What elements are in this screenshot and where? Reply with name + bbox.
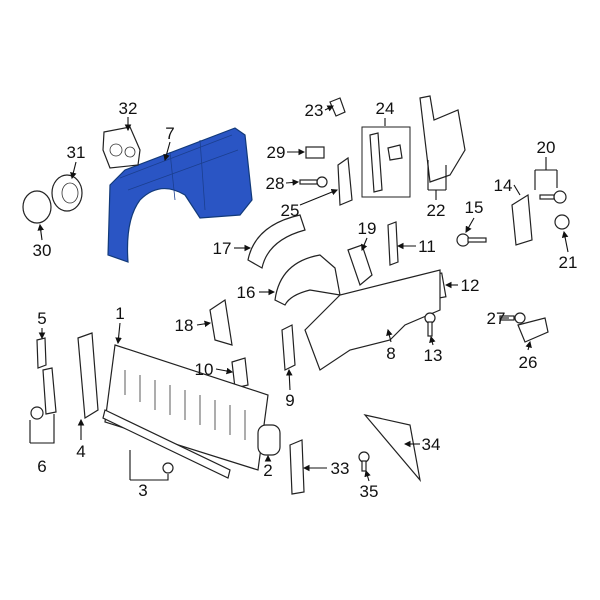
part-17-wheelhouse-liner[interactable] xyxy=(247,214,306,269)
part-25-bracket[interactable] xyxy=(337,156,353,206)
part-16-wheelhouse[interactable] xyxy=(274,254,341,306)
callout-32: 32 xyxy=(119,99,138,118)
callout-20: 20 xyxy=(537,138,556,157)
callout-27: 27 xyxy=(487,309,506,328)
callout-7: 7 xyxy=(165,124,174,143)
callout-14: 14 xyxy=(494,176,513,195)
part-21-nut[interactable] xyxy=(554,214,570,230)
part-9-bracket[interactable] xyxy=(281,324,296,371)
callout-33: 33 xyxy=(331,459,350,478)
part-10-bracket[interactable] xyxy=(231,357,249,389)
part-6-fastener-a[interactable] xyxy=(30,406,44,420)
callout-23: 23 xyxy=(305,101,324,120)
part-8-inner-panel[interactable] xyxy=(304,269,441,371)
callout-3: 3 xyxy=(138,481,147,500)
part-31-fuel-door[interactable] xyxy=(51,174,83,212)
fender-shape xyxy=(107,127,253,263)
callout-17: 17 xyxy=(213,239,232,258)
callout-9: 9 xyxy=(285,391,294,410)
part-2-handle-bezel[interactable] xyxy=(257,424,281,456)
part-3-fastener[interactable] xyxy=(162,462,174,474)
part-23-bracket[interactable] xyxy=(329,97,346,117)
part-4-pillar[interactable] xyxy=(77,332,99,420)
part-26-latch[interactable] xyxy=(517,317,549,343)
part-15-bolt[interactable] xyxy=(456,233,487,247)
callout-12: 12 xyxy=(461,276,480,295)
callout-16: 16 xyxy=(237,283,256,302)
callout-8: 8 xyxy=(386,344,395,363)
callout-10: 10 xyxy=(195,360,214,379)
callout-15: 15 xyxy=(465,198,484,217)
part-14-bracket[interactable] xyxy=(511,193,533,246)
part-20-bolt[interactable] xyxy=(539,190,567,204)
part-24-clip[interactable] xyxy=(387,144,403,161)
part-13-bolt[interactable] xyxy=(424,312,436,337)
part-7-inner-fender-panel[interactable] xyxy=(107,127,253,263)
callout-21: 21 xyxy=(559,253,578,272)
part-28-bolt[interactable] xyxy=(299,176,328,188)
part-6-strip[interactable] xyxy=(42,367,57,415)
part-1-tailgate-panel[interactable] xyxy=(104,344,269,471)
part-35-clip[interactable] xyxy=(358,451,370,472)
part-32-fuel-housing[interactable] xyxy=(102,126,141,169)
callout-18: 18 xyxy=(175,316,194,335)
callout-11: 11 xyxy=(418,237,436,256)
callout-28: 28 xyxy=(266,174,285,193)
part-33-bracket[interactable] xyxy=(289,439,305,495)
fender-detail xyxy=(119,134,239,211)
callout-1: 1 xyxy=(115,304,124,323)
callout-6: 6 xyxy=(37,457,46,476)
leader-lines xyxy=(29,105,569,482)
part-19-bracket[interactable] xyxy=(347,244,373,287)
callout-24: 24 xyxy=(376,99,395,118)
callout-2: 2 xyxy=(263,461,272,480)
callout-4: 4 xyxy=(76,442,85,461)
part-11-bracket[interactable] xyxy=(387,221,399,266)
part-34-panel[interactable] xyxy=(363,414,421,483)
callout-31: 31 xyxy=(67,143,86,162)
callout-5: 5 xyxy=(37,309,46,328)
callout-13: 13 xyxy=(424,346,443,365)
part-5-bracket[interactable] xyxy=(36,337,47,369)
callout-35: 35 xyxy=(360,482,379,501)
part-3-seal-strip[interactable] xyxy=(102,409,231,479)
part-30-cap[interactable] xyxy=(22,190,52,224)
callout-22: 22 xyxy=(427,201,446,220)
callout-19: 19 xyxy=(358,219,377,238)
callout-34: 34 xyxy=(422,435,441,454)
callout-labels: 32 7 31 30 23 24 29 28 25 22 20 14 15 21… xyxy=(33,99,578,501)
callout-29: 29 xyxy=(267,143,286,162)
part-22-reinforcement[interactable] xyxy=(419,95,466,183)
callout-25: 25 xyxy=(281,201,300,220)
part-24-group-box xyxy=(361,126,411,198)
callout-30: 30 xyxy=(33,241,52,260)
part-29-bumper[interactable] xyxy=(305,146,325,159)
part-18-brace[interactable] xyxy=(209,298,233,346)
part-24-strip[interactable] xyxy=(369,132,383,193)
callout-26: 26 xyxy=(519,353,538,372)
